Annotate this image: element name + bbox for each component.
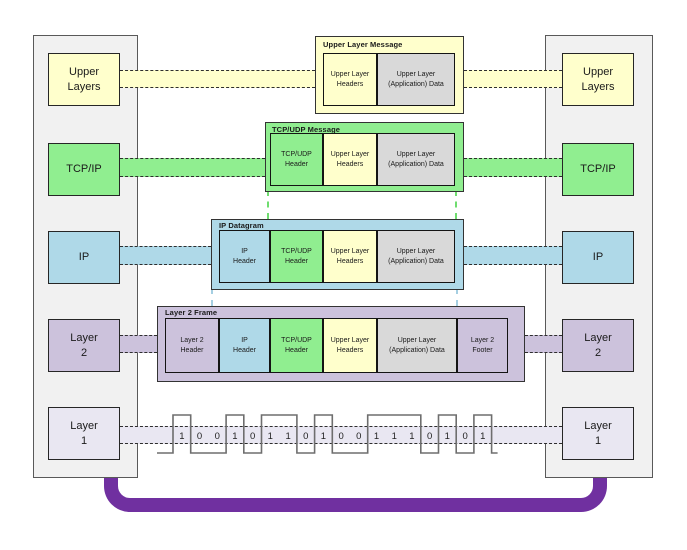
cell-application-data: Upper Layer (Application) Data bbox=[377, 230, 455, 283]
left-box-layer1: Layer 1 bbox=[48, 407, 120, 460]
signal-bit: 1 bbox=[232, 431, 237, 442]
right-box-layer2: Layer 2 bbox=[562, 319, 634, 372]
physical-link-connector bbox=[104, 478, 607, 512]
right-box-layer1: Layer 1 bbox=[562, 407, 634, 460]
cell-layer2-footer: Layer 2 Footer bbox=[457, 318, 508, 373]
signal-bit: 1 bbox=[445, 431, 450, 442]
band-ip-left bbox=[120, 246, 211, 265]
left-box-layer2: Layer 2 bbox=[48, 319, 120, 372]
band-tcp-right bbox=[464, 158, 562, 177]
signal-bit: 0 bbox=[462, 431, 467, 442]
left-box-tcp-ip: TCP/IP bbox=[48, 143, 120, 196]
signal-trace bbox=[157, 414, 498, 454]
cell-ip-header: IP Header bbox=[219, 318, 270, 373]
signal-bit: 0 bbox=[356, 431, 361, 442]
guide-ip-to-layer2-left bbox=[211, 288, 213, 306]
cell-upper-headers: Upper Layer Headers bbox=[323, 230, 377, 283]
signal-bit: 0 bbox=[303, 431, 308, 442]
signal-bit: 0 bbox=[197, 431, 202, 442]
band-upper-right bbox=[464, 70, 562, 88]
cell-application-data: Upper Layer (Application) Data bbox=[377, 53, 455, 106]
band-upper-left bbox=[120, 70, 315, 88]
cell-tcp-udp-header: TCP/UDP Header bbox=[270, 133, 323, 186]
upper-layer-message-title: Upper Layer Message bbox=[323, 40, 403, 49]
signal-bit: 1 bbox=[374, 431, 379, 442]
band-layer1 bbox=[120, 426, 562, 444]
right-box-upper-layers: Upper Layers bbox=[562, 53, 634, 106]
tcp-udp-message-title: TCP/UDP Message bbox=[272, 125, 341, 134]
signal-bit: 0 bbox=[215, 431, 220, 442]
left-box-upper-layers: Upper Layers bbox=[48, 53, 120, 106]
band-tcp-left bbox=[120, 158, 265, 177]
layer1-signal-waveform: 1 0 0 1 0 1 1 0 1 0 0 1 1 1 0 1 0 1 bbox=[157, 414, 498, 454]
cell-application-data: Upper Layer (Application) Data bbox=[377, 133, 455, 186]
band-layer2-left bbox=[120, 335, 157, 353]
right-box-tcp-ip: TCP/IP bbox=[562, 143, 634, 196]
cell-layer2-header: Layer 2 Header bbox=[165, 318, 219, 373]
band-ip-right bbox=[464, 246, 562, 265]
guide-tcp-to-ip-right bbox=[455, 190, 457, 219]
cell-upper-headers: Upper Layer Headers bbox=[323, 53, 377, 106]
signal-bit: 0 bbox=[427, 431, 432, 442]
cell-upper-headers: Upper Layer Headers bbox=[323, 318, 377, 373]
signal-bit: 1 bbox=[285, 431, 290, 442]
cell-upper-headers: Upper Layer Headers bbox=[323, 133, 377, 186]
layer2-frame-title: Layer 2 Frame bbox=[165, 308, 218, 317]
signal-bit: 1 bbox=[392, 431, 397, 442]
band-layer2-right bbox=[525, 335, 562, 353]
guide-ip-to-layer2-right bbox=[456, 288, 458, 306]
signal-bit: 1 bbox=[321, 431, 326, 442]
cell-tcp-udp-header: TCP/UDP Header bbox=[270, 230, 323, 283]
guide-tcp-to-ip-left bbox=[267, 190, 269, 219]
ip-datagram-title: IP Datagram bbox=[219, 221, 264, 230]
cell-ip-header: IP Header bbox=[219, 230, 270, 283]
signal-bit: 1 bbox=[409, 431, 414, 442]
right-box-ip: IP bbox=[562, 231, 634, 284]
signal-bit: 0 bbox=[250, 431, 255, 442]
cell-tcp-udp-header: TCP/UDP Header bbox=[270, 318, 323, 373]
signal-bit: 0 bbox=[339, 431, 344, 442]
signal-bit: 1 bbox=[268, 431, 273, 442]
signal-bit: 1 bbox=[480, 431, 485, 442]
signal-bit: 1 bbox=[179, 431, 184, 442]
cell-application-data: Upper Layer (Application) Data bbox=[377, 318, 457, 373]
left-box-ip: IP bbox=[48, 231, 120, 284]
